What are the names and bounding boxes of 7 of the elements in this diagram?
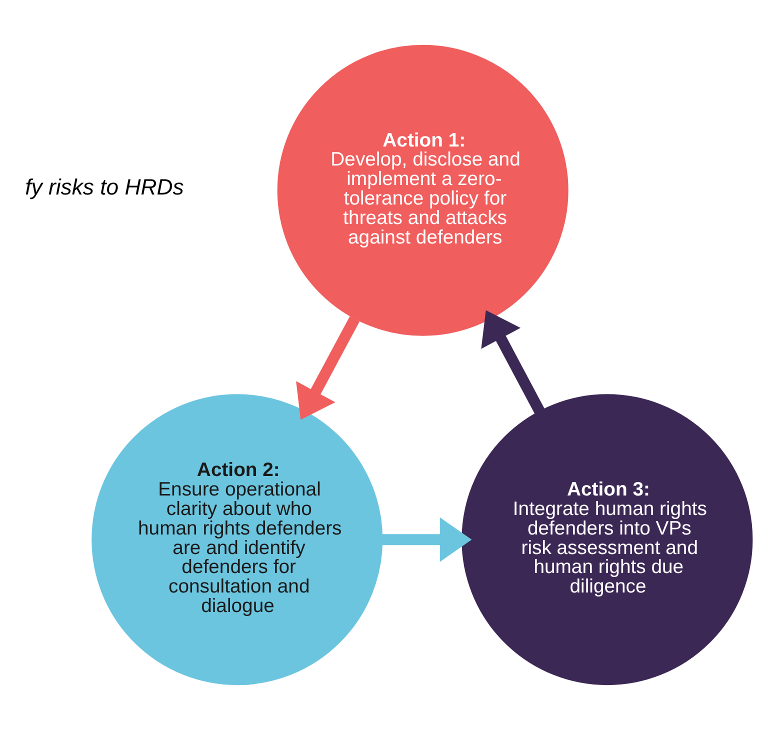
node-circle: Action 1: Develop, disclose and implement a zero-tolerance policy for threats and attacks against defenders (277, 44, 568, 336)
node-circle: Action 2: Ensure operational clarity about who human rights defenders are and identify defenders for consultation and dialogue (92, 394, 383, 686)
node-circle: Action 3: Integrate human rights defenders into VPs risk assessment and human rights due diligence (462, 394, 753, 686)
arrow (296, 316, 360, 420)
arrow (382, 517, 472, 562)
arrow (481, 310, 544, 414)
label: fy risks to HRDs (25, 174, 184, 200)
